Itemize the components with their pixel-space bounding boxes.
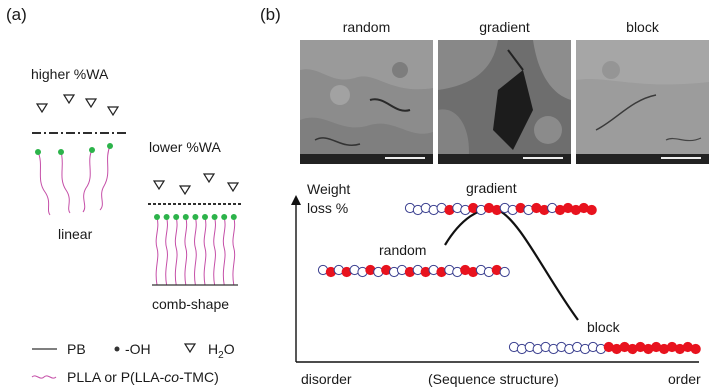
water-molecule-icon	[62, 94, 76, 105]
higher-wa-label: higher %WA	[31, 66, 109, 82]
water-molecule-icon	[152, 180, 166, 191]
image-title-block: block	[626, 19, 659, 35]
water-molecule-icon	[35, 103, 49, 114]
y-axis-label-line1: Weight	[307, 181, 351, 197]
sem-image-gradient	[438, 40, 571, 164]
comb-side-chain	[155, 217, 159, 286]
comb-side-chain	[174, 217, 178, 286]
x-axis-title: (Sequence structure)	[428, 371, 559, 387]
comb-side-chain	[194, 217, 197, 286]
oh-end-group-icon	[89, 147, 95, 153]
monomer-open	[499, 266, 510, 278]
oh-end-group-icon	[163, 214, 170, 220]
lower-wa-label: lower %WA	[149, 139, 221, 155]
curve-label-random: random	[379, 242, 427, 258]
y-axis-label-line2: loss %	[307, 200, 349, 216]
oh-end-group-icon	[221, 214, 228, 220]
sem-image-random	[300, 40, 433, 164]
drawing-layer	[31, 94, 701, 379]
trend-curve	[444, 207, 579, 321]
comb-side-chain	[184, 217, 188, 286]
oh-end-group-icon	[154, 214, 160, 220]
curve-label-gradient: gradient	[466, 180, 517, 196]
oh-end-group-icon	[192, 214, 199, 220]
monomer-filled	[586, 204, 597, 216]
linear-chain	[60, 151, 71, 214]
water-molecule-icon	[84, 98, 98, 109]
polymer-chain-block	[508, 341, 701, 355]
water-molecule-icon	[226, 182, 240, 193]
legend-oh-label: -OH	[125, 341, 151, 357]
oh-end-group-icon	[58, 149, 64, 155]
oh-end-group-icon	[182, 214, 189, 220]
legend-plla-label: PLLA or P(LLA-co-TMC)	[67, 369, 219, 385]
linear-chain	[82, 149, 93, 213]
oh-end-group-icon	[107, 143, 113, 149]
image-title-gradient: gradient	[479, 19, 530, 35]
comb-polymer	[154, 214, 237, 286]
polymer-chain-gradient	[404, 202, 597, 216]
legend-oh-dot	[114, 346, 120, 352]
water-molecule-icon	[178, 185, 192, 196]
oh-end-group-icon	[35, 149, 41, 155]
linear-chain	[99, 145, 111, 211]
legend-h2o-label: H2O	[208, 341, 235, 361]
linear-label: linear	[58, 226, 93, 242]
panel-a-label: (a)	[6, 5, 27, 24]
comb-shape-label: comb-shape	[152, 296, 230, 312]
water-molecule-icon	[106, 106, 120, 117]
monomer-filled	[690, 343, 701, 355]
legend-pb-label: PB	[67, 341, 86, 357]
comb-side-chain	[213, 217, 216, 286]
comb-side-chain	[203, 217, 207, 286]
oh-end-group-icon	[202, 214, 208, 220]
legend-plla-wave	[31, 375, 57, 379]
y-axis-arrow	[291, 195, 301, 205]
comb-side-chain	[222, 217, 226, 286]
image-title-random: random	[342, 19, 391, 35]
comb-side-chain	[232, 217, 236, 286]
oh-end-group-icon	[230, 214, 237, 220]
x-axis-right-label: order	[668, 371, 701, 387]
comb-side-chain	[165, 217, 168, 286]
water-molecule-icon	[202, 173, 216, 184]
oh-end-group-icon	[211, 214, 218, 220]
x-axis-left-label: disorder	[301, 371, 352, 387]
panel-b-label: (b)	[260, 5, 281, 24]
linear-chain	[37, 151, 51, 216]
legend-h2o-triangle-icon	[183, 343, 197, 354]
curve-label-block: block	[587, 319, 620, 335]
oh-end-group-icon	[173, 214, 180, 220]
polymer-chain-random	[317, 264, 510, 278]
sem-image-block	[576, 40, 709, 164]
